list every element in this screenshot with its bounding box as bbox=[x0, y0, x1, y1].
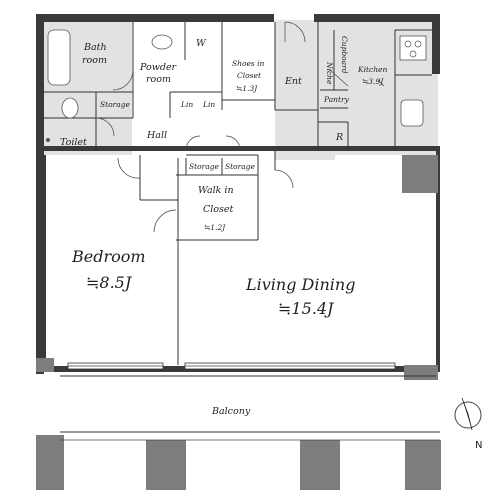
shoes-closet-size: ≒1.3J bbox=[236, 84, 258, 93]
kitchen-size: ≒3.9J bbox=[362, 77, 384, 86]
living-dining-size: ≒15.4J bbox=[278, 299, 335, 318]
powder-label-2: room bbox=[146, 74, 171, 85]
entrance-label: Ent bbox=[284, 76, 302, 87]
bath-label-2: room bbox=[82, 55, 107, 66]
toilet-bowl bbox=[61, 97, 79, 119]
linen-1-label: Lin bbox=[180, 100, 193, 109]
storage-left-label: Storage bbox=[189, 162, 220, 171]
doors bbox=[95, 21, 306, 233]
walk-in-closet-label-2: Closet bbox=[203, 204, 234, 215]
storage-right-label: Storage bbox=[225, 162, 256, 171]
powder-label: Powder bbox=[139, 62, 178, 73]
refrigerator-label: R bbox=[335, 132, 343, 143]
hall-label: Hall bbox=[146, 130, 167, 141]
sink bbox=[151, 34, 173, 50]
compass: N bbox=[454, 397, 482, 451]
bathtub bbox=[47, 29, 71, 86]
room-labels: Bath room Powder room W Shoes in Closet … bbox=[60, 36, 387, 417]
storage-top-label: Storage bbox=[100, 100, 131, 109]
living-dining-label: Living Dining bbox=[245, 275, 355, 294]
toilet-label: Toilet bbox=[60, 137, 87, 148]
linen-2-label: Lin bbox=[202, 100, 215, 109]
walk-in-closet-label: Walk in bbox=[198, 185, 234, 196]
shoes-closet-label: Shoes in bbox=[232, 59, 265, 68]
shoes-closet-label-2: Closet bbox=[237, 71, 262, 80]
pantry-label: Pantry bbox=[323, 95, 350, 104]
niche-label: Niche bbox=[325, 61, 334, 85]
balcony-label: Balcony bbox=[211, 406, 251, 417]
cupboard-label: Cupboard bbox=[340, 36, 349, 74]
north-arrow-icon bbox=[462, 398, 472, 430]
stove bbox=[399, 35, 427, 61]
fixtures bbox=[46, 29, 427, 142]
washer-label: W bbox=[196, 38, 207, 49]
kitchen-sink bbox=[400, 99, 424, 127]
walk-in-closet-size: ≒1.2J bbox=[204, 223, 226, 232]
windows bbox=[67, 362, 396, 370]
bath-label: Bath bbox=[83, 42, 107, 53]
bedroom-size: ≒8.5J bbox=[86, 273, 133, 292]
balcony-rails bbox=[60, 375, 440, 441]
north-label: N bbox=[475, 440, 482, 451]
bedroom-label: Bedroom bbox=[71, 247, 146, 266]
kitchen-label: Kitchen bbox=[357, 65, 387, 74]
